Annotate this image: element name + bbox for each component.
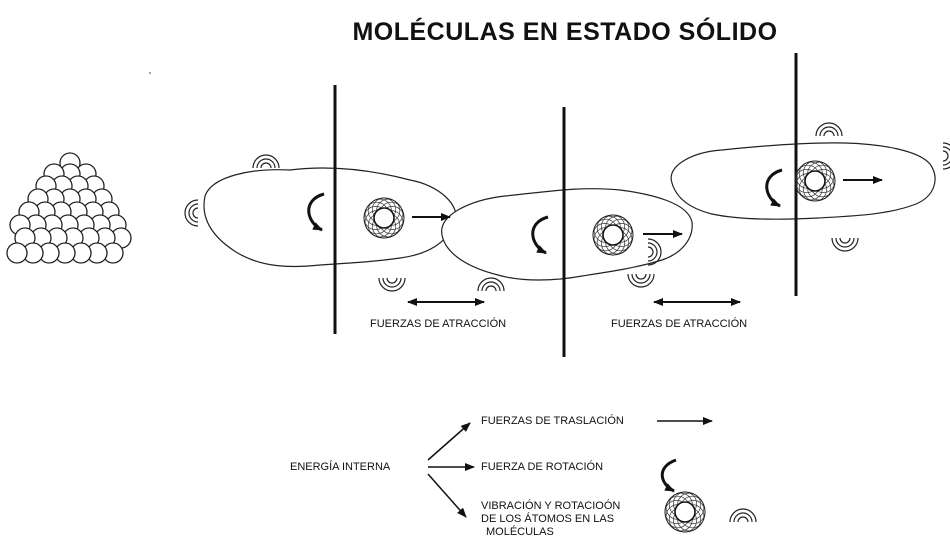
- page-title: MOLÉCULAS EN ESTADO SÓLIDO: [352, 18, 778, 46]
- attraction-label-1: FUERZAS DE ATRACCIÓN: [370, 318, 507, 330]
- attraction-label-2: FUERZAS DE ATRACCIÓN: [611, 318, 748, 330]
- legend-rotation-icon: [660, 458, 677, 493]
- vibration-icons: [184, 122, 950, 292]
- rotation-arrow-icon: [531, 215, 549, 255]
- legend-source-label: ENERGÍA INTERNA: [290, 461, 391, 473]
- legend-vibration-line-2: DE LOS ÁTOMOS EN LAS: [481, 513, 615, 525]
- rotation-arrow-icon: [765, 168, 783, 208]
- atom-icon: [592, 214, 634, 256]
- atom-icon: [794, 160, 836, 202]
- molecule-blob-2: [441, 188, 693, 281]
- legend-translation-label: FUERZAS DE TRASLACIÓN: [481, 415, 624, 427]
- legend-vibration-line-1: VIBRACIÓN Y ROTACIOÓN: [481, 500, 621, 512]
- molecule-blob-3: [670, 142, 936, 220]
- atom-icon: [363, 197, 405, 239]
- legend-atom-icon: [664, 491, 706, 533]
- legend-arrow-vibration: [427, 473, 467, 518]
- legend-arrow-translation: [427, 422, 471, 461]
- legend-vibration-line-3: MOLÉCULAS: [486, 526, 554, 538]
- speck: [149, 72, 151, 74]
- legend-rotation-label: FUERZA DE ROTACIÓN: [481, 461, 604, 473]
- legend-vibration-icon: [729, 508, 757, 523]
- molecule-pile-icon: [6, 152, 132, 264]
- rotation-arrow-icon: [307, 192, 325, 232]
